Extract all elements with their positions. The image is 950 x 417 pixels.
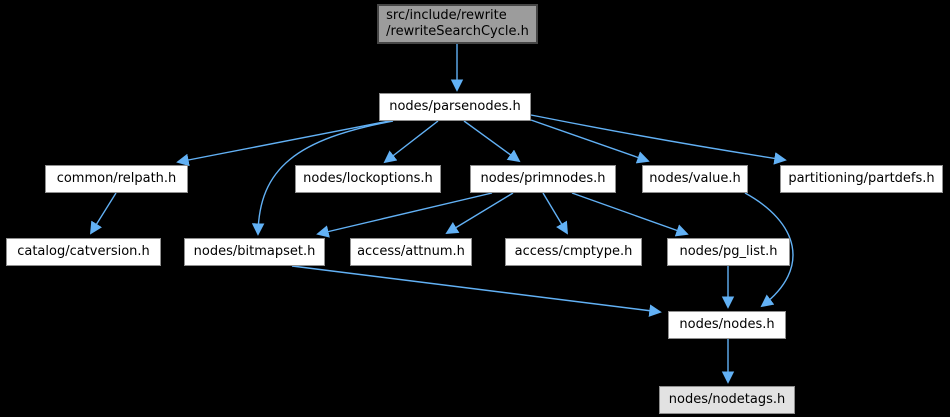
edge-parsenodes-to-relpath	[176, 120, 390, 167]
edge-primnodes-to-cmptype	[542, 192, 568, 235]
node-rewrite-search-cycle: src/include/rewrite /rewriteSearchCycle.…	[377, 4, 538, 44]
node-pg-list[interactable]: nodes/pg_list.h	[667, 238, 790, 266]
node-label-catversion: catalog/catversion.h	[17, 243, 150, 259]
node-catversion[interactable]: catalog/catversion.h	[6, 238, 161, 266]
edge-parsenodes-to-value	[530, 119, 650, 164]
node-label-bitmapset: nodes/bitmapset.h	[193, 243, 316, 259]
edge-bitmapset-to-nodes	[291, 265, 662, 317]
node-label-parsenodes: nodes/parsenodes.h	[389, 98, 521, 114]
edge-primnodes-to-pg-list	[571, 192, 689, 237]
edge-primnodes-to-bitmapset	[316, 192, 493, 238]
node-cmptype[interactable]: access/cmptype.h	[505, 238, 642, 266]
node-lockoptions[interactable]: nodes/lockoptions.h	[295, 165, 441, 193]
node-relpath[interactable]: common/relpath.h	[45, 165, 188, 193]
node-label-value: nodes/value.h	[649, 170, 741, 186]
node-label-relpath: common/relpath.h	[56, 170, 177, 186]
edge-parsenodes-to-partdefs	[530, 114, 787, 165]
node-partdefs[interactable]: partitioning/partdefs.h	[780, 165, 943, 193]
edge-parsenodes-to-lockoptions	[383, 120, 439, 164]
node-label-primnodes: nodes/primnodes.h	[480, 170, 606, 186]
edge-parsenodes-to-bitmapset	[251, 120, 394, 236]
node-label-lockoptions: nodes/lockoptions.h	[303, 170, 433, 186]
node-label-cmptype: access/cmptype.h	[514, 243, 633, 259]
node-label-pg-list: nodes/pg_list.h	[679, 243, 778, 259]
node-value[interactable]: nodes/value.h	[642, 165, 748, 193]
node-parsenodes[interactable]: nodes/parsenodes.h	[379, 93, 531, 121]
node-attnum[interactable]: access/attnum.h	[350, 238, 472, 266]
node-label-attnum: access/attnum.h	[357, 243, 465, 259]
edge-primnodes-to-attnum	[445, 192, 514, 234]
node-primnodes[interactable]: nodes/primnodes.h	[470, 165, 616, 193]
node-nodetags[interactable]: nodes/nodetags.h	[659, 386, 795, 414]
edge-relpath-to-catversion	[89, 192, 117, 235]
node-label-nodetags: nodes/nodetags.h	[668, 391, 786, 407]
edge-parsenodes-to-primnodes	[463, 120, 521, 163]
node-bitmapset[interactable]: nodes/bitmapset.h	[184, 238, 325, 266]
node-label-rewrite-search-cycle: src/include/rewrite /rewriteSearchCycle.…	[386, 7, 529, 39]
node-nodes[interactable]: nodes/nodes.h	[668, 311, 786, 339]
node-label-nodes: nodes/nodes.h	[679, 316, 775, 332]
edge-value-to-nodes	[744, 192, 794, 308]
node-label-partdefs: partitioning/partdefs.h	[788, 170, 935, 186]
